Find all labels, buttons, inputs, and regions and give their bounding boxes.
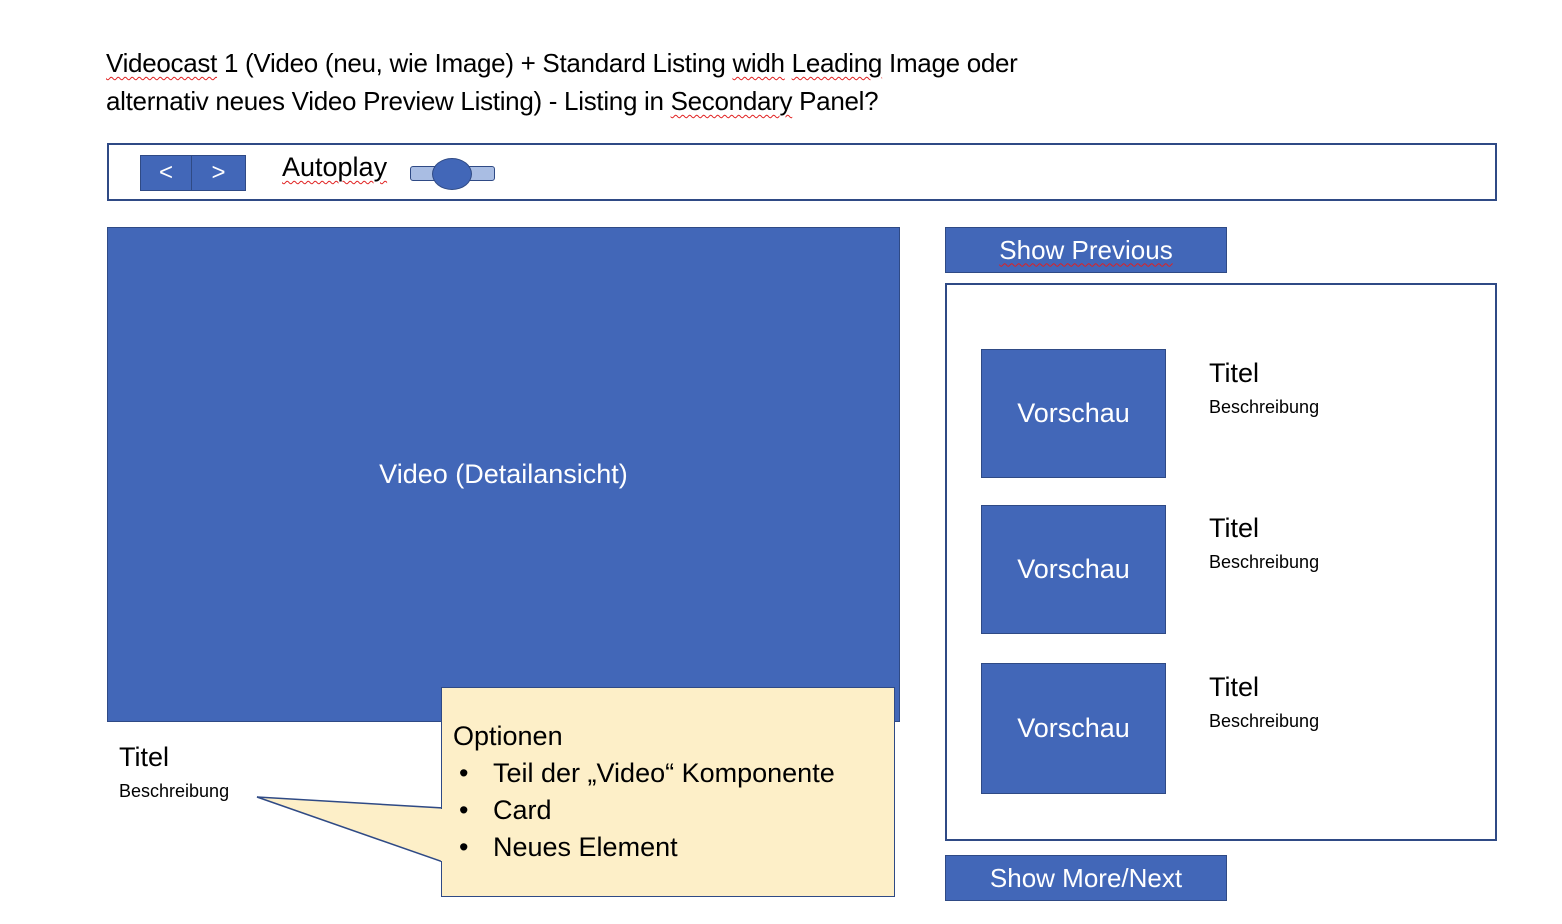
- heading-text: Leading: [791, 48, 883, 78]
- callout-list: Teil der „Video“ Komponente Card Neues E…: [453, 755, 894, 866]
- next-button[interactable]: >: [191, 155, 246, 191]
- video-label: Video (Detailansicht): [379, 459, 628, 489]
- toolbar: [107, 143, 1497, 201]
- callout-heading: Optionen: [453, 721, 563, 751]
- page-heading: Videocast 1 (Video (neu, wie Image) + St…: [106, 44, 1018, 120]
- preview-thumbnail[interactable]: Vorschau: [981, 663, 1166, 794]
- autoplay-toggle-knob[interactable]: [432, 158, 472, 190]
- item-description: Beschreibung: [1209, 397, 1320, 417]
- heading-text: alternativ neues Video Preview Listing) …: [106, 86, 671, 116]
- heading-text: widh: [732, 48, 785, 78]
- heading-text: Secondary: [670, 86, 793, 116]
- heading-text: Panel?: [792, 86, 879, 116]
- callout-item: Card: [453, 792, 894, 829]
- video-player[interactable]: Video (Detailansicht): [107, 227, 900, 722]
- item-description: Beschreibung: [1209, 552, 1320, 572]
- preview-thumbnail[interactable]: Vorschau: [981, 505, 1166, 634]
- heading-text: Image oder: [882, 48, 1018, 78]
- autoplay-label: Autoplay: [282, 152, 388, 182]
- item-title[interactable]: Titel: [1209, 358, 1260, 388]
- heading-text: Videocast: [106, 48, 218, 78]
- video-description: Beschreibung: [119, 781, 230, 801]
- heading-text: 1 (Video (neu, wie Image) + Standard Lis…: [217, 48, 733, 78]
- item-title[interactable]: Titel: [1209, 513, 1260, 543]
- video-title: Titel: [119, 742, 170, 772]
- options-callout: Optionen Teil der „Video“ Komponente Car…: [441, 687, 895, 897]
- secondary-panel: [945, 283, 1497, 841]
- preview-thumbnail[interactable]: Vorschau: [981, 349, 1166, 478]
- show-previous-button[interactable]: Show Previous: [945, 227, 1227, 273]
- item-title[interactable]: Titel: [1209, 672, 1260, 702]
- item-description: Beschreibung: [1209, 711, 1320, 731]
- show-more-button[interactable]: Show More/Next: [945, 855, 1227, 901]
- show-previous-label: Show Previous: [999, 234, 1173, 265]
- callout-item: Teil der „Video“ Komponente: [453, 755, 894, 792]
- callout-item: Neues Element: [453, 829, 894, 866]
